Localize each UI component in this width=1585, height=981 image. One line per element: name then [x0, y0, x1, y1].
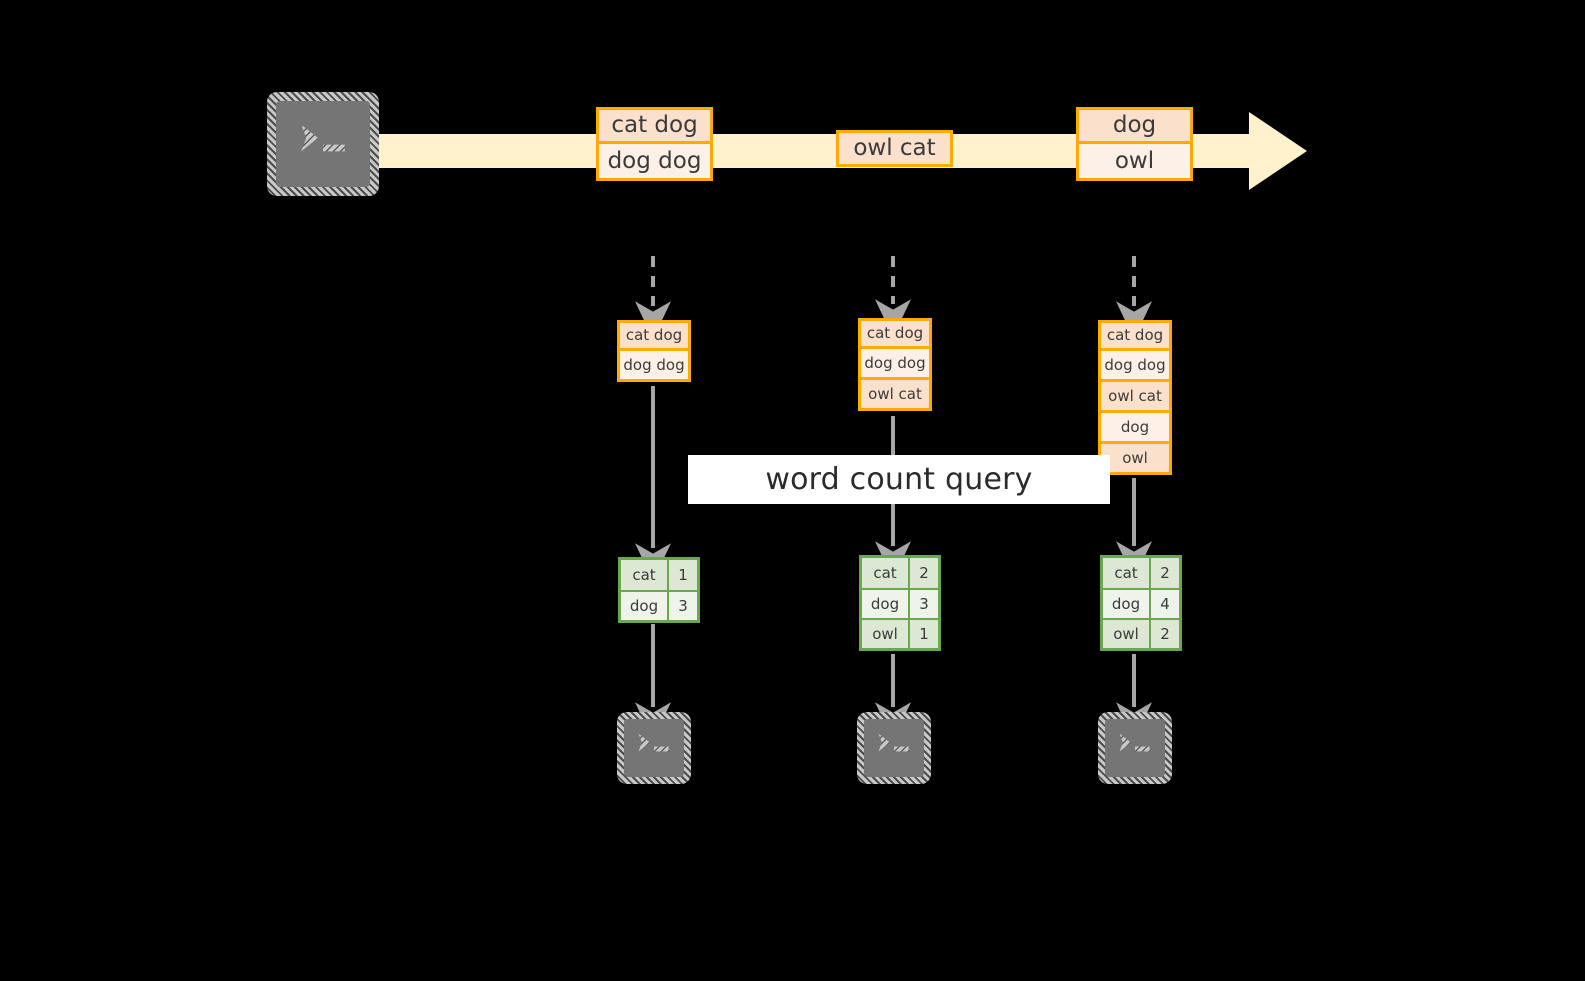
stream-event[interactable]: dog [1076, 107, 1193, 144]
table-row[interactable]: owl 2 [1103, 618, 1179, 648]
snapshot-2-sink-terminal-icon[interactable] [857, 712, 931, 784]
table-cell-count: 1 [908, 618, 938, 648]
table-cell-count: 2 [1149, 558, 1179, 588]
snapshot-3-input-stack: cat dog dog dog owl cat dog owl [1098, 320, 1172, 475]
table-row[interactable]: dog 4 [1103, 588, 1179, 618]
stream-event[interactable]: owl [1076, 144, 1193, 181]
table-row[interactable]: cat 1 [621, 560, 697, 590]
terminal-prompt-glyph [878, 733, 909, 752]
table-cell-word: cat [1103, 558, 1149, 588]
snapshot-input-row[interactable]: owl cat [858, 380, 932, 411]
snapshot-input-row[interactable]: owl cat [1098, 382, 1172, 413]
table-row[interactable]: cat 2 [1103, 558, 1179, 588]
stream-batch-1: cat dog dog dog [596, 107, 713, 181]
snapshot-input-row[interactable]: dog dog [617, 351, 691, 382]
table-cell-word: owl [862, 618, 908, 648]
table-cell-word: dog [1103, 588, 1149, 618]
table-cell-word: dog [862, 588, 908, 618]
snapshot-input-row[interactable]: cat dog [858, 318, 932, 349]
snapshot-input-row[interactable]: cat dog [1098, 320, 1172, 351]
terminal-prompt-glyph [301, 124, 345, 152]
query-caption: word count query [688, 455, 1110, 504]
table-cell-count: 2 [1149, 618, 1179, 648]
snapshot-input-row[interactable]: dog [1098, 413, 1172, 444]
sink-connectors [635, 624, 1152, 741]
source-terminal-icon[interactable] [267, 92, 379, 196]
stream-event[interactable]: owl cat [836, 130, 953, 167]
table-cell-count: 3 [667, 590, 697, 620]
table-cell-word: owl [1103, 618, 1149, 648]
snapshot-input-row[interactable]: cat dog [617, 320, 691, 351]
snapshot-3-result-table: cat 2 dog 4 owl 2 [1100, 555, 1182, 651]
terminal-prompt-glyph [1119, 733, 1150, 752]
snapshot-1-sink-terminal-icon[interactable] [617, 712, 691, 784]
stream-event[interactable]: dog dog [596, 144, 713, 181]
stream-batch-2: owl cat [836, 130, 953, 167]
table-cell-word: cat [621, 560, 667, 590]
table-cell-count: 3 [908, 588, 938, 618]
snapshot-2-result-table: cat 2 dog 3 owl 1 [859, 555, 941, 651]
stream-batch-3: dog owl [1076, 107, 1193, 181]
table-row[interactable]: dog 3 [621, 590, 697, 620]
snapshot-1-input-stack: cat dog dog dog [617, 320, 691, 382]
table-row[interactable]: owl 1 [862, 618, 938, 648]
table-row[interactable]: cat 2 [862, 558, 938, 588]
snapshot-input-row[interactable]: owl [1098, 444, 1172, 475]
terminal-prompt-glyph [638, 733, 669, 752]
table-cell-count: 2 [908, 558, 938, 588]
snapshot-dashed-connectors [635, 256, 1152, 340]
snapshot-1-result-table: cat 1 dog 3 [618, 557, 700, 623]
table-cell-count: 4 [1149, 588, 1179, 618]
stream-event[interactable]: cat dog [596, 107, 713, 144]
table-cell-word: cat [862, 558, 908, 588]
snapshot-input-row[interactable]: dog dog [858, 349, 932, 380]
table-cell-word: dog [621, 590, 667, 620]
snapshot-input-row[interactable]: dog dog [1098, 351, 1172, 382]
snapshot-3-sink-terminal-icon[interactable] [1098, 712, 1172, 784]
table-cell-count: 1 [667, 560, 697, 590]
table-row[interactable]: dog 3 [862, 588, 938, 618]
snapshot-2-input-stack: cat dog dog dog owl cat [858, 318, 932, 411]
